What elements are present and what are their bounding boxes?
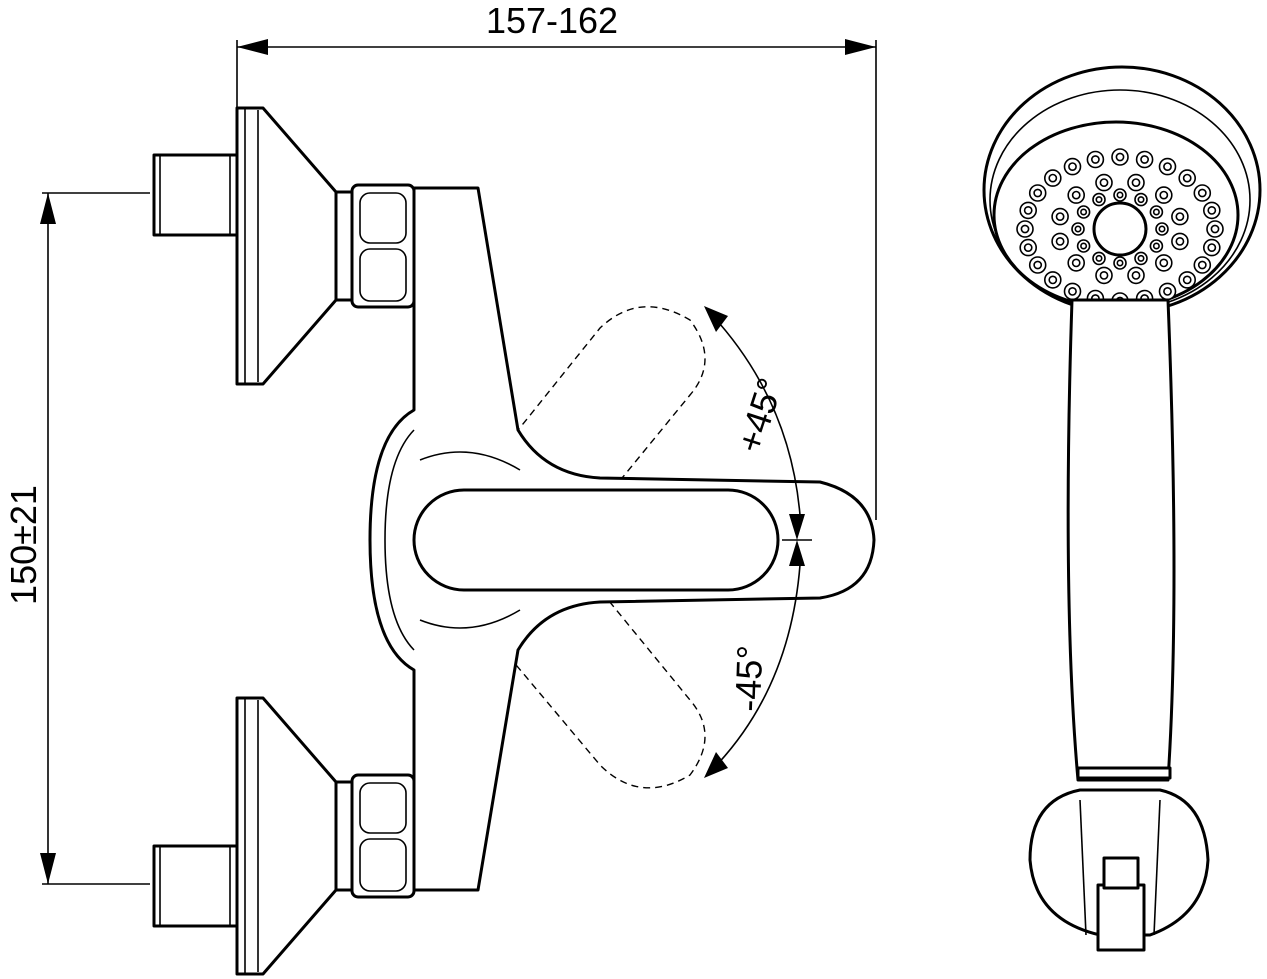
center-nozzle: [1092, 201, 1148, 257]
width-dimension-label: 157-162: [486, 0, 618, 41]
nozzle-core: [1048, 275, 1058, 285]
nozzle-core: [1175, 212, 1185, 221]
nozzle-core: [1131, 270, 1141, 280]
nozzle-core: [1182, 275, 1192, 285]
nozzle-core: [1080, 208, 1088, 216]
nozzle-core: [1074, 225, 1082, 233]
nozzle-core: [1095, 254, 1103, 262]
mixer-body: [368, 186, 876, 892]
nozzle-core: [1071, 258, 1081, 268]
nozzle-core: [1071, 190, 1081, 200]
nozzle-core: [1182, 173, 1192, 183]
nozzle-core: [1055, 236, 1065, 246]
mixer-lever: [412, 488, 780, 592]
nozzle-core: [1023, 205, 1033, 215]
nozzle-core: [1115, 152, 1125, 162]
nozzle-core: [1197, 260, 1207, 270]
nozzle-core: [1137, 196, 1145, 204]
height-dimension-label: 150±21: [3, 485, 44, 605]
nozzle-core: [1197, 188, 1207, 198]
nozzle-core: [1091, 155, 1100, 164]
nozzle-core: [1055, 212, 1065, 221]
height-dimension: 150±21: [3, 192, 150, 885]
nozzle-core: [1163, 286, 1172, 296]
nozzle-core: [1175, 236, 1185, 246]
nozzle-core: [1080, 242, 1088, 250]
angle-plus-label: +45°: [729, 373, 791, 457]
nozzle-core: [1068, 286, 1077, 296]
nozzle-core: [1095, 196, 1103, 204]
shower-nozzles: [1016, 148, 1224, 310]
nozzle-core: [1140, 155, 1149, 164]
nozzle-core: [1020, 224, 1030, 234]
nozzle-core: [1207, 243, 1217, 252]
nozzle-core: [1116, 259, 1124, 267]
angle-minus-label: -45°: [727, 644, 770, 712]
lever-position-minus45: [469, 533, 706, 789]
nozzle-core: [1033, 188, 1043, 198]
hand-shower: [982, 65, 1262, 952]
width-dimension: 157-162: [236, 0, 877, 520]
nozzle-core: [1152, 242, 1160, 250]
top-wall-connector: [152, 106, 416, 386]
nozzle-core: [1210, 224, 1220, 234]
nozzle-core: [1068, 162, 1077, 171]
nozzle-core: [1099, 270, 1109, 280]
nozzle-core: [1131, 178, 1141, 187]
nozzle-core: [1207, 205, 1217, 215]
lever-position-plus45: [469, 306, 706, 561]
lever-alt-positions: [469, 306, 706, 789]
nozzle-core: [1023, 243, 1033, 252]
nozzle-core: [1033, 260, 1043, 270]
nozzle-core: [1158, 225, 1166, 233]
nozzle-core: [1137, 254, 1145, 262]
nozzle-core: [1048, 173, 1058, 183]
shower-handle: [1066, 298, 1176, 782]
bottom-wall-connector: [152, 696, 416, 976]
nozzle-core: [1152, 208, 1160, 216]
nozzle-core: [1116, 191, 1124, 199]
nozzle-core: [1159, 190, 1169, 200]
nozzle-core: [1099, 178, 1109, 187]
nozzle-core: [1163, 162, 1172, 171]
nozzle-core: [1159, 258, 1169, 268]
